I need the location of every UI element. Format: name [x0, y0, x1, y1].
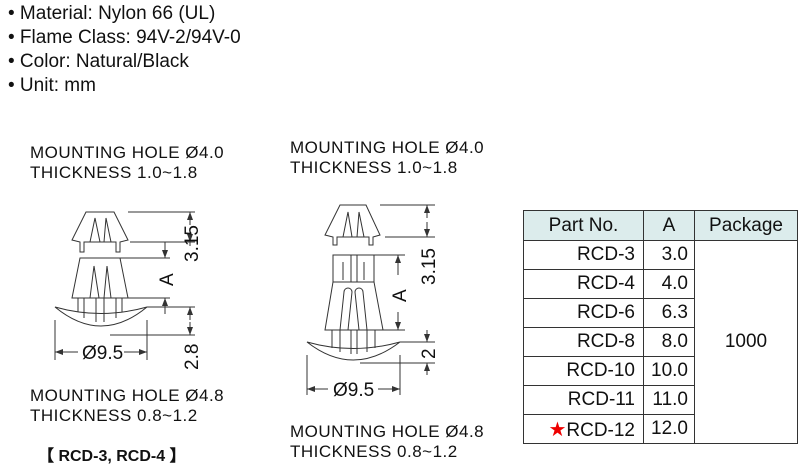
- right-dim-a: A: [390, 289, 411, 302]
- part-no: RCD-3: [523, 240, 644, 270]
- a-value: 11.0: [643, 385, 695, 415]
- left-part-drawing: [54, 211, 195, 360]
- header-a: A: [643, 210, 695, 241]
- mounting-hole-text: MOUNTING HOLE Ø4.0: [290, 138, 485, 157]
- spec-material: • Material: Nylon 66 (UL): [8, 3, 216, 24]
- header-package: Package: [694, 210, 798, 241]
- part-no: RCD-8: [523, 327, 644, 357]
- a-value: 10.0: [643, 356, 695, 386]
- mounting-hole-text: MOUNTING HOLE Ø4.8: [30, 386, 225, 405]
- table-header-row: Part No. A Package: [523, 210, 798, 241]
- right-part-drawing: [306, 204, 435, 395]
- right-bottom-note: MOUNTING HOLE Ø4.8 THICKNESS 0.8~1.2: [290, 422, 484, 462]
- thickness-text: THICKNESS 0.8~1.2: [290, 442, 458, 461]
- a-value: 4.0: [643, 269, 695, 299]
- right-dim-dia: Ø9.5: [333, 380, 374, 401]
- mounting-hole-text: MOUNTING HOLE Ø4.0: [30, 143, 225, 162]
- left-dim-head: 3.15: [182, 225, 203, 262]
- thickness-text: THICKNESS 1.0~1.8: [290, 158, 458, 177]
- part-no: RCD-6: [523, 298, 644, 328]
- left-dim-dia: Ø9.5: [82, 343, 123, 364]
- header-part-no: Part No.: [523, 210, 644, 241]
- left-dim-a: A: [157, 273, 178, 286]
- spec-unit: • Unit: mm: [8, 75, 96, 96]
- part-no: RCD-11: [523, 385, 644, 415]
- package-value: 1000: [694, 240, 798, 444]
- right-dim-head: 3.15: [419, 248, 440, 285]
- left-top-note: MOUNTING HOLE Ø4.0 THICKNESS 1.0~1.8: [30, 143, 224, 183]
- a-value: 12.0: [643, 414, 695, 444]
- right-top-note: MOUNTING HOLE Ø4.0 THICKNESS 1.0~1.8: [290, 138, 484, 178]
- spec-color: • Color: Natural/Black: [8, 51, 189, 72]
- a-value: 6.3: [643, 298, 695, 328]
- a-value: 3.0: [643, 240, 695, 270]
- thickness-text: THICKNESS 1.0~1.8: [30, 163, 198, 182]
- spec-flame-class: • Flame Class: 94V-2/94V-0: [8, 27, 241, 48]
- thickness-text: THICKNESS 0.8~1.2: [30, 406, 198, 425]
- right-dim-base: 2: [419, 348, 440, 359]
- mounting-hole-text: MOUNTING HOLE Ø4.8: [290, 422, 485, 441]
- left-part-label: 【 RCD-3, RCD-4 】: [38, 448, 186, 465]
- part-no-starred: ★RCD-12: [523, 414, 644, 444]
- left-bottom-note: MOUNTING HOLE Ø4.8 THICKNESS 0.8~1.2: [30, 386, 224, 426]
- left-dim-base: 2.8: [182, 344, 203, 370]
- part-no: RCD-4: [523, 269, 644, 299]
- part-no: RCD-12: [566, 419, 635, 441]
- part-no: RCD-10: [523, 356, 644, 386]
- star-icon: ★: [548, 418, 567, 441]
- a-value: 8.0: [643, 327, 695, 357]
